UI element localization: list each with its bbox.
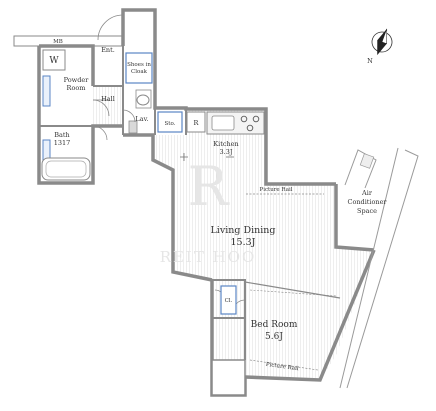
storage [157,111,183,133]
balcony-unit [359,153,375,169]
bedroom-label: Bed Room [251,320,298,330]
powder-cabinet [42,75,51,107]
powder-room-label-1: Powder [64,76,90,84]
watermark-text: REIT HOO [160,248,257,266]
picture-rail-bedroom [249,359,319,371]
washer [42,49,66,71]
kitchen-marks [180,153,234,161]
bedroom-size: 5.6J [265,332,283,342]
compass [371,28,393,56]
lav-sink [136,94,150,106]
picture-rail-label-1: Picture Rail [260,187,293,193]
column-left [128,120,138,134]
entrance-label: Ent. [101,46,115,54]
powder-room-label-2: Room [67,84,86,92]
bedroom-closet [220,285,237,315]
lav-label: Lav. [135,115,148,123]
bath-size: 1317 [54,139,71,147]
living-dining-size: 15.3J [231,237,256,248]
storage-label: Sto. [165,121,176,127]
kitchen-size: 3.3J [220,148,233,156]
interior-walls [39,46,337,360]
watermark-logo: R [188,155,230,218]
floor-hatch [153,109,374,380]
bathtub [41,157,91,181]
washer-label: W [49,56,59,66]
lav-counter [135,89,152,109]
bedroom-rail [249,289,337,297]
air-conditioner-label-2: Conditioner [347,198,387,206]
living-dining-label: Living Dining [211,225,276,236]
closet-label: Cl. [225,298,233,304]
picture-rail-label-2: Picture Rail [265,362,299,373]
kitchen-sink [211,115,235,131]
bathtub-inner [45,160,87,178]
shoes-cloak-label-1: Shoes in [127,62,151,68]
air-conditioner-label-1: Air [361,189,373,197]
shoes-cloak [125,52,153,84]
hall-floor [93,86,123,126]
shoes-cloak-label-2: Cloak [131,69,148,75]
column-bottom [211,359,246,396]
refrigerator [186,111,206,133]
stove [240,115,260,132]
air-conditioner-label-3: Space [357,207,377,215]
mb-label: MB [53,39,63,45]
hall-label: Hall [101,95,115,103]
refrigerator-label: R [194,119,200,127]
compass-n-label: N [367,57,373,65]
kitchen-label: Kitchen [213,140,238,148]
bath-label: Bath [54,131,69,139]
